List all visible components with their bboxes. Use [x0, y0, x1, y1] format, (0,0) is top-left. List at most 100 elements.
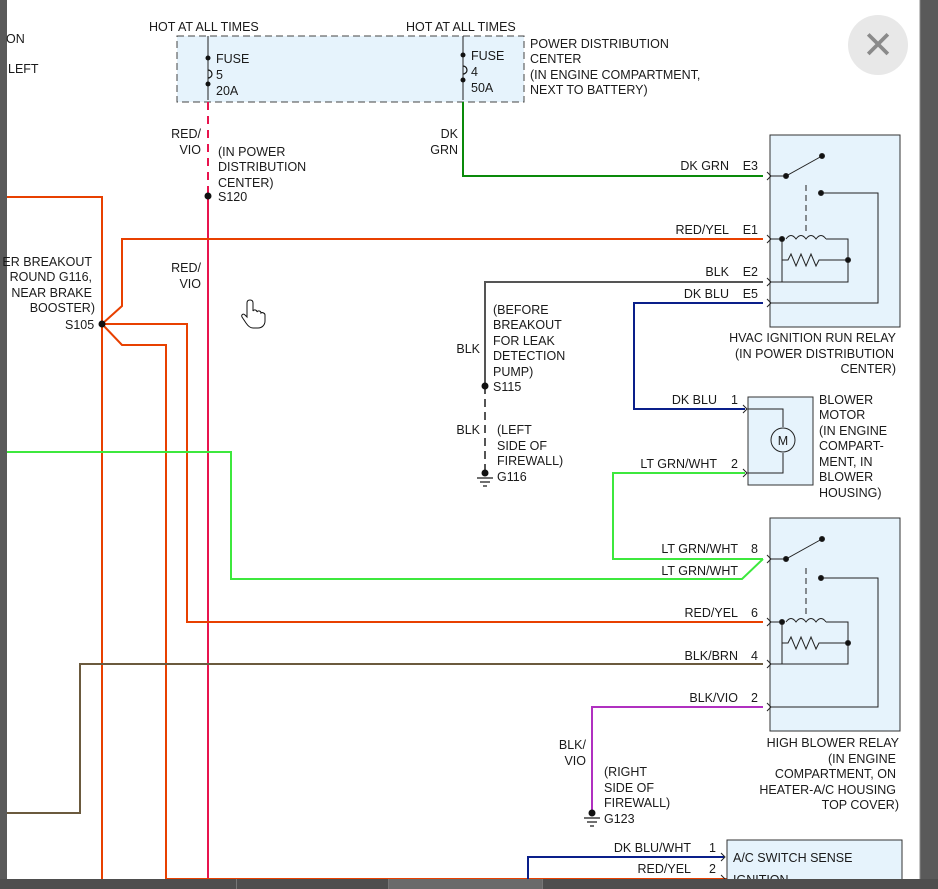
wire-label: RED/YEL	[676, 223, 730, 237]
wire-label: LT GRN/WHT	[661, 542, 738, 556]
left-edge-fragment: ON	[6, 32, 25, 46]
pin-label: 2	[751, 691, 758, 705]
wire-label: VIO	[564, 754, 586, 768]
fuse-5-number: 5	[216, 68, 223, 82]
wire-label: DK BLU/WHT	[614, 841, 691, 855]
wire-label: BLK	[705, 265, 729, 279]
pdc-label: POWER DISTRIBUTION	[530, 37, 669, 51]
high-blower-relay: HIGH BLOWER RELAY (IN ENGINE COMPARTMENT…	[759, 517, 901, 812]
dk-grn-wire	[462, 102, 763, 177]
wires	[7, 102, 764, 889]
motor-icon: M	[778, 434, 788, 448]
s105-note: ER BREAKOUT	[2, 255, 92, 269]
pin-label: E2	[743, 265, 758, 279]
hvac-relay-label: (IN POWER DISTRIBUTION	[735, 347, 894, 361]
wire-label: DK BLU	[684, 287, 729, 301]
pdc-label: (IN ENGINE COMPARTMENT,	[530, 68, 700, 82]
fuse-5-label: FUSE	[216, 52, 249, 66]
blower-motor-label: MENT, IN	[819, 455, 872, 469]
blk-wire	[484, 281, 763, 386]
toolbar-tab[interactable]	[388, 879, 543, 889]
wire-label: BLK	[456, 423, 480, 437]
hvac-relay-label: CENTER)	[840, 362, 896, 376]
wire-label: RED/YEL	[685, 606, 739, 620]
wire-label: DK	[441, 127, 459, 141]
fuse-4-number: 4	[471, 65, 478, 79]
high-blower-relay-label: HEATER-A/C HOUSING	[759, 783, 896, 797]
pin-label: 2	[709, 862, 716, 876]
g123-note: FIREWALL)	[604, 796, 670, 810]
g123-note: SIDE OF	[604, 781, 654, 795]
red-yel-wire	[7, 196, 103, 889]
lt-grn-wht-lower-wire	[7, 451, 764, 580]
s120-splice	[204, 192, 212, 200]
s115-note: PUMP)	[493, 365, 533, 379]
close-icon: ✕	[862, 23, 894, 67]
blower-motor-label: BLOWER	[819, 393, 873, 407]
dk-blu-wht-wire	[527, 856, 724, 889]
wire-label: LT GRN/WHT	[661, 564, 738, 578]
fuse-4-rating: 50A	[471, 81, 494, 95]
s120-note: (IN POWER	[218, 145, 285, 159]
bottom-toolbar	[0, 879, 938, 889]
hot-at-all-times-label: HOT AT ALL TIMES	[406, 20, 516, 34]
s120-note: DISTRIBUTION	[218, 160, 306, 174]
wire-label: DK BLU	[672, 393, 717, 407]
pin-label: 2	[731, 457, 738, 471]
lt-grn-wht-wire	[612, 472, 763, 560]
ground-icon	[477, 477, 493, 487]
blk-brn-wire	[7, 663, 763, 814]
red-yel-6-wire	[102, 323, 763, 623]
s115-note: FOR LEAK	[493, 334, 555, 348]
wire-label: BLK	[456, 342, 480, 356]
close-button[interactable]: ✕	[848, 15, 908, 75]
s115-note: (BEFORE	[493, 303, 549, 317]
s115-label: S115	[493, 380, 521, 394]
power-distribution-center: HOT AT ALL TIMES HOT AT ALL TIMES FUSE 5…	[149, 20, 700, 103]
wire-labels: RED/ VIO RED/ VIO DK GRN DK GRN E3 RED/Y…	[171, 127, 758, 876]
s105-note: ROUND G116,	[10, 270, 92, 284]
pin-label: 8	[751, 542, 758, 556]
toolbar-divider	[542, 879, 543, 889]
g116-label: G116	[497, 470, 527, 484]
s105-splice	[98, 320, 106, 328]
g123-note: (RIGHT	[604, 765, 647, 779]
g116-note: FIREWALL)	[497, 454, 563, 468]
wire-label: RED/	[171, 261, 201, 275]
wire-label: DK GRN	[680, 159, 729, 173]
s115-note: BREAKOUT	[493, 318, 562, 332]
wire-label: BLK/	[559, 738, 587, 752]
s120-note: CENTER)	[218, 176, 274, 190]
ac-switch-label: A/C SWITCH SENSE	[733, 851, 852, 865]
pin-label: E3	[743, 159, 758, 173]
hvac-relay-label: HVAC IGNITION RUN RELAY	[729, 331, 897, 345]
hot-at-all-times-label: HOT AT ALL TIMES	[149, 20, 259, 34]
toolbar-divider	[236, 879, 237, 889]
left-edge-fragment: LEFT	[8, 62, 39, 76]
blower-motor-label: (IN ENGINE	[819, 424, 887, 438]
red-yel-e1-wire	[101, 238, 763, 325]
blower-motor-label: HOUSING)	[819, 486, 882, 500]
ground-icon	[584, 817, 600, 827]
fuse-4-label: FUSE	[471, 49, 504, 63]
pdc-label: NEXT TO BATTERY)	[530, 83, 648, 97]
wire-label: BLK/BRN	[685, 649, 739, 663]
hvac-ignition-run-relay: HVAC IGNITION RUN RELAY (IN POWER DISTRI…	[729, 134, 901, 376]
g123-label: G123	[604, 812, 635, 826]
pin-label: 4	[751, 649, 758, 663]
fuse-5-rating: 20A	[216, 84, 239, 98]
splices: S120 (IN POWER DISTRIBUTION CENTER) S105…	[2, 145, 670, 827]
blower-motor: M BLOWER MOTOR (IN ENGINE COMPART- MENT,…	[742, 393, 887, 500]
g116-note: (LEFT	[497, 423, 532, 437]
pin-label: 1	[731, 393, 738, 407]
high-blower-relay-label: (IN ENGINE	[828, 752, 896, 766]
wire-label: GRN	[430, 143, 458, 157]
pin-label: E1	[743, 223, 758, 237]
high-blower-relay-label: COMPARTMENT, ON	[775, 767, 896, 781]
wire-label: VIO	[179, 277, 201, 291]
pin-label: 6	[751, 606, 758, 620]
hand-pointer-icon	[241, 299, 266, 329]
wire-label: LT GRN/WHT	[640, 457, 717, 471]
dk-blu-wire	[633, 302, 763, 410]
wire-label: VIO	[179, 143, 201, 157]
